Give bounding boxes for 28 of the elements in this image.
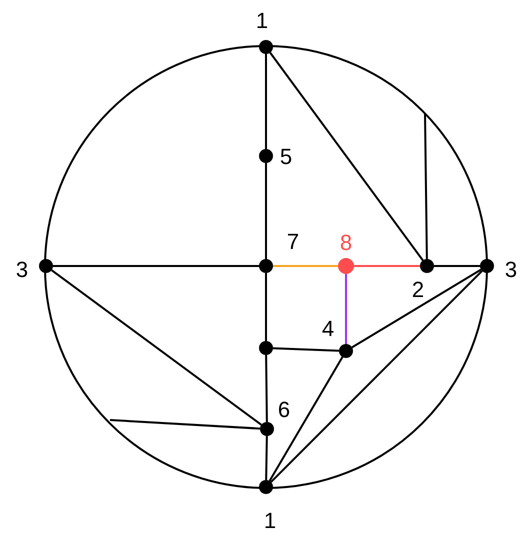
line-segment bbox=[53, 265, 259, 267]
line-segment bbox=[265, 273, 267, 341]
point-label: 3 bbox=[504, 259, 518, 281]
line-segment bbox=[265, 54, 267, 149]
line-segment bbox=[351, 268, 482, 348]
point-label: 8 bbox=[340, 232, 352, 254]
line-segment bbox=[269, 52, 424, 261]
point-label: 2 bbox=[412, 279, 424, 301]
line-segment bbox=[424, 114, 428, 260]
point-label: 1 bbox=[256, 10, 268, 32]
point-label: 5 bbox=[280, 146, 292, 168]
point-label: 3 bbox=[16, 259, 28, 281]
line-segment bbox=[265, 436, 268, 480]
line-segment bbox=[354, 265, 420, 267]
line-segment bbox=[268, 356, 344, 482]
point-label: 1 bbox=[264, 510, 276, 532]
line-segment bbox=[265, 163, 267, 259]
point-label: 4 bbox=[322, 318, 334, 340]
line-segment bbox=[434, 265, 480, 267]
point-label: 7 bbox=[286, 231, 300, 253]
line-segment bbox=[51, 269, 262, 426]
line-segment bbox=[272, 347, 340, 352]
point-label: 6 bbox=[278, 399, 290, 421]
line-segment bbox=[110, 419, 260, 430]
line-segment bbox=[273, 265, 338, 267]
line-segment bbox=[345, 274, 347, 344]
line-segment bbox=[265, 354, 268, 422]
line-segment bbox=[270, 270, 483, 483]
